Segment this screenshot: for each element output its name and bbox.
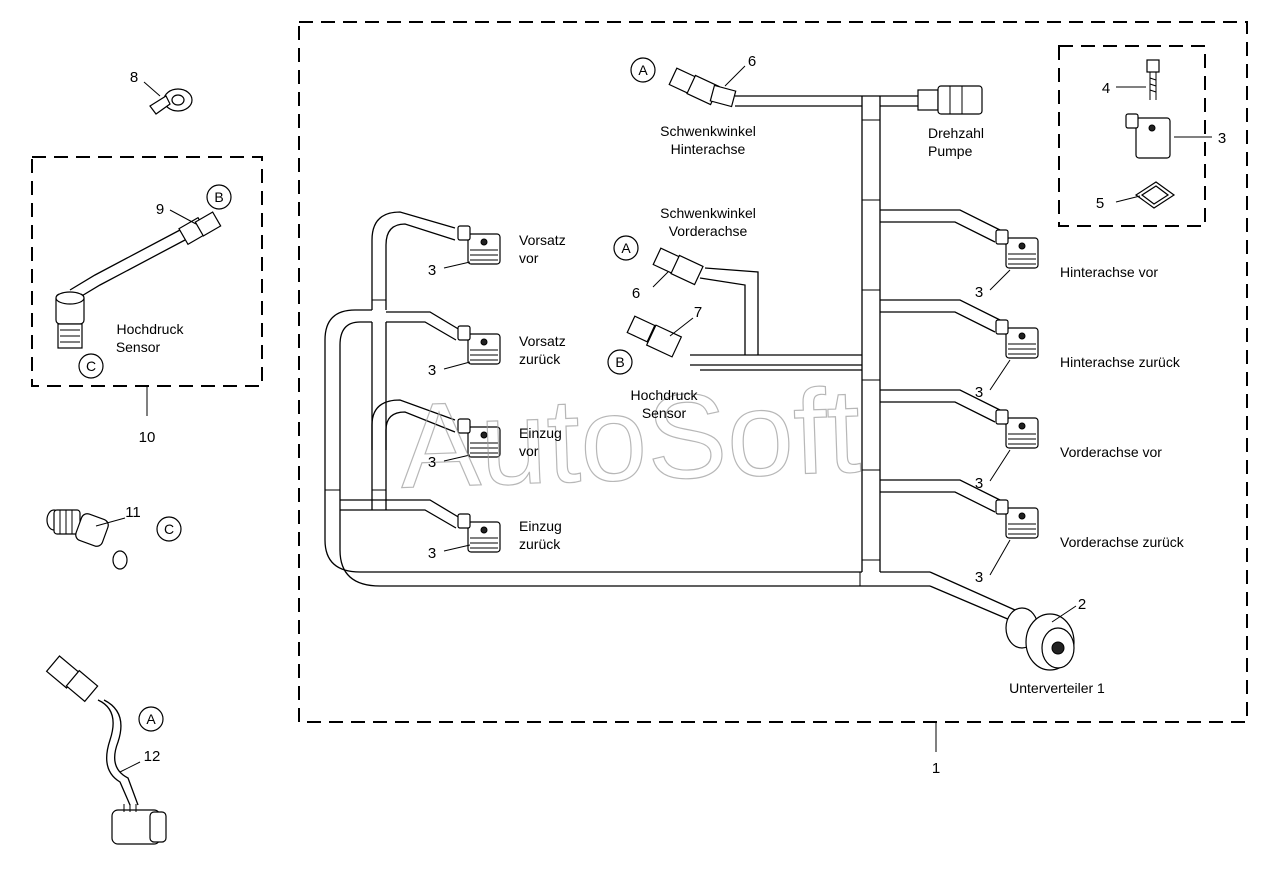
main-assembly-box [298,21,1248,723]
callout-a-bottom: A [138,706,164,732]
svg-text:A: A [638,62,648,78]
connector-hinterachse-vor [995,229,1039,269]
label-hochdruck-side-1: Hochdruck [117,321,185,337]
label-hinterachse-zurueck: Hinterachse zurück [1060,354,1181,370]
callout-b-left: B [206,184,232,210]
inset-box [1058,45,1206,227]
label-schwenk-vorne-1: Schwenkwinkel [660,205,756,221]
svg-text:A: A [146,711,156,727]
label-einzug-zurueck-2: zurück [519,536,561,552]
label-hinterachse-vor: Hinterachse vor [1060,264,1158,280]
label-einzug-zurueck-1: Einzug [519,518,562,534]
label-unterverteiler: Unterverteiler 1 [1009,680,1105,696]
num-3-einzug-zurueck: 3 [428,545,436,562]
label-drehzahl-2: Pumpe [928,143,973,159]
num-12: 12 [144,748,161,765]
label-hochdruck-main-1: Hochdruck [631,387,699,403]
num-11: 11 [125,504,141,521]
connector-vorsatz-zurueck [457,325,501,365]
num-2: 2 [1078,596,1086,613]
label-hochdruck-main-2: Sensor [642,405,687,421]
callout-c-left: C [78,353,104,379]
num-3-einzug-vor: 3 [428,454,436,471]
connector-hinterachse-zurueck [995,319,1039,359]
label-vorderachse-vor: Vorderachse vor [1060,444,1162,460]
part-8-clip [149,88,193,115]
connector-vorsatz-vor [457,225,501,265]
num-1: 1 [932,760,940,777]
num-5: 5 [1096,195,1104,212]
connector-einzug-zurueck [457,513,501,553]
num-3-inset: 3 [1218,130,1226,147]
callout-a-top: A [630,57,656,83]
num-3-hinterachse-zurueck: 3 [975,384,983,401]
label-drehzahl-1: Drehzahl [928,125,984,141]
plug-drehzahl [917,85,983,115]
svg-text:B: B [615,354,624,370]
connector-vorderachse-vor [995,409,1039,449]
leader-lines [95,65,1212,773]
label-hochdruck-side-2: Sensor [116,339,161,355]
num-6-mid: 6 [632,285,640,302]
svg-text:C: C [86,358,96,374]
callout-a-mid: A [613,235,639,261]
num-3-hinterachse-vor: 3 [975,284,983,301]
num-3-vorsatz-vor: 3 [428,262,436,279]
part-9-sensor-cable [55,211,222,349]
connector-einzug-vor [457,418,501,458]
num-10: 10 [139,429,156,446]
plug-schwenk-vorne [652,247,704,286]
num-8: 8 [130,69,138,86]
num-3-vorderachse-zurueck: 3 [975,569,983,586]
label-einzug-vor-1: Einzug [519,425,562,441]
part-12-sensor-cable [45,655,167,845]
svg-text:A: A [621,240,631,256]
label-einzug-vor-2: vor [519,443,539,459]
callout-b-mid: B [607,349,633,375]
part-11-pressure-sensor [46,509,128,570]
label-vorsatz-vor-2: vor [519,250,539,266]
num-6-top: 6 [748,53,756,70]
callout-c-sensor: C [156,516,182,542]
harness-trunk [324,95,1016,621]
num-9: 9 [156,201,164,218]
connector-unterverteiler [1005,607,1075,671]
num-3-vorsatz-zurueck: 3 [428,362,436,379]
plug-schwenk-hinten [668,67,737,108]
svg-text:B: B [214,189,223,205]
svg-text:C: C [164,521,174,537]
num-3-vorderachse-vor: 3 [975,475,983,492]
label-vorderachse-zurueck: Vorderachse zurück [1060,534,1185,550]
plug-hochdruck-main [626,315,683,358]
label-schwenk-vorne-2: Vorderachse [669,223,748,239]
num-4: 4 [1102,80,1110,97]
inset-parts [1125,59,1176,209]
label-schwenk-hinten-1: Schwenkwinkel [660,123,756,139]
num-7: 7 [694,304,702,321]
label-vorsatz-zurueck-1: Vorsatz [519,333,566,349]
label-schwenk-hinten-2: Hinterachse [671,141,746,157]
watermark: AutoSoft [398,364,863,514]
label-vorsatz-zurueck-2: zurück [519,351,561,367]
connector-vorderachse-zurueck [995,499,1039,539]
label-vorsatz-vor-1: Vorsatz [519,232,566,248]
